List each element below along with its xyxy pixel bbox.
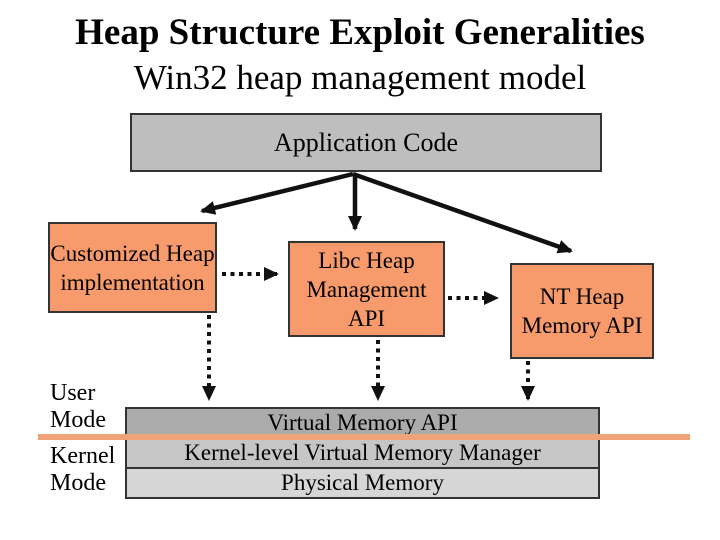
slide-subtitle: Win32 heap management model (133, 58, 587, 97)
virtual-memory-api-layer: Virtual Memory API (127, 409, 598, 437)
arrow-app-to-customized (200, 171, 354, 215)
application-code-box: Application Code (130, 113, 602, 172)
memory-stack: Virtual Memory API Kernel-level Virtual … (125, 407, 600, 499)
kernel-mode-label: Kernel Mode (50, 443, 116, 496)
user-kernel-divider-line (38, 434, 690, 440)
libc-heap-label: Libc Heap Management API (306, 247, 427, 331)
arrow-app-to-nt (352, 171, 573, 254)
libc-heap-box: Libc Heap Management API (288, 241, 445, 337)
nt-heap-label: NT Heap Memory API (521, 284, 643, 338)
user-mode-label: User Mode (50, 380, 106, 433)
nt-heap-box: NT Heap Memory API (510, 263, 654, 359)
physical-memory-layer: Physical Memory (127, 467, 598, 497)
slide-title: Heap Structure Exploit Generalities (75, 12, 645, 53)
kernel-vm-manager-layer: Kernel-level Virtual Memory Manager (127, 437, 598, 467)
customized-heap-box: Customized Heap implementation (48, 222, 217, 313)
customized-heap-label: Customized Heap implementation (50, 240, 215, 295)
application-code-label: Application Code (273, 127, 459, 157)
